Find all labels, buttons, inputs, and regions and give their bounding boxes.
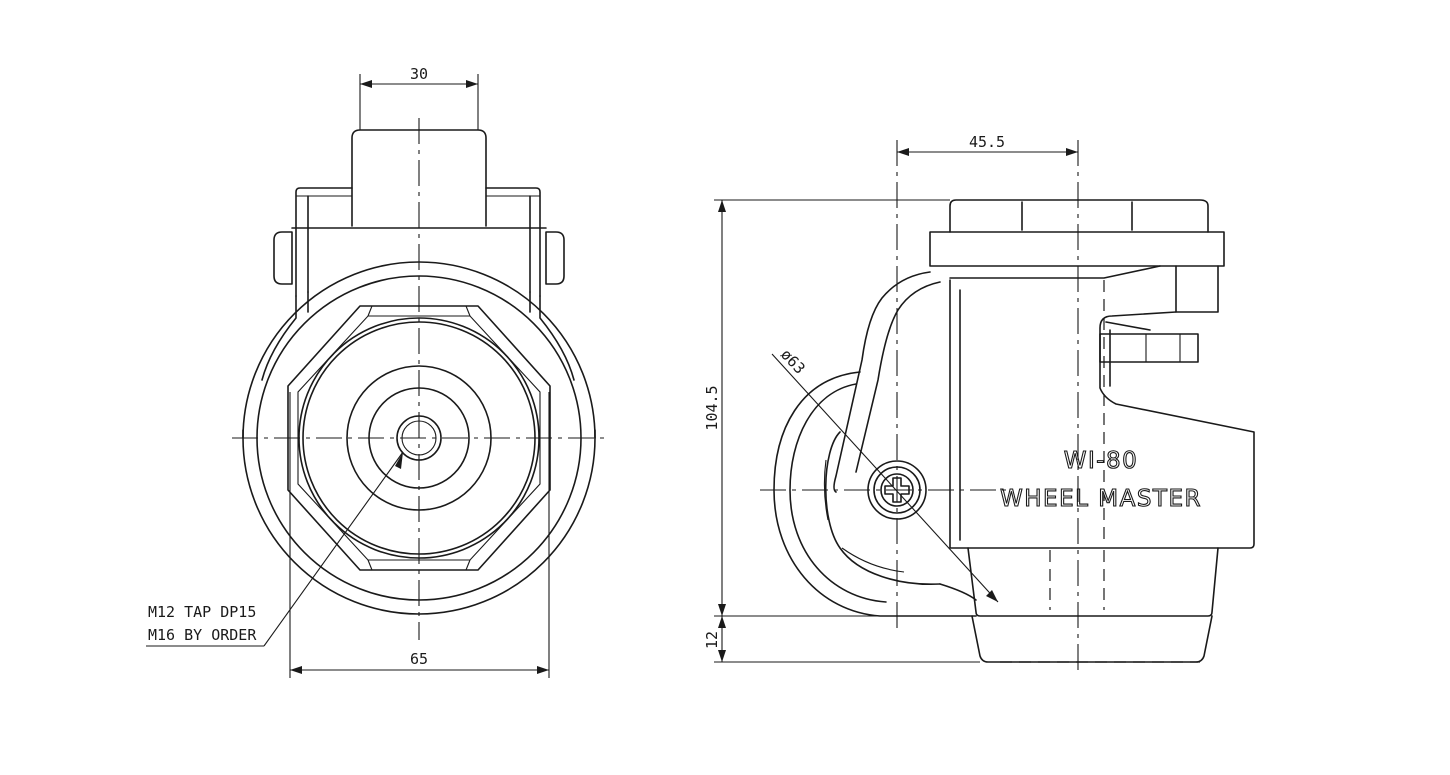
side-view: WI-80 WHEEL MASTER 45.5 104.5 12 ø63 (703, 133, 1255, 676)
tap-callout-line2: M16 BY ORDER (148, 626, 257, 644)
brand-label: WHEEL MASTER (1000, 486, 1202, 512)
leveling-foot (967, 547, 1219, 617)
top-plate (929, 231, 1225, 267)
dim-45-5: 45.5 (969, 133, 1005, 151)
dim-65: 65 (410, 650, 428, 668)
tap-callout-line1: M12 TAP DP15 (148, 603, 256, 621)
hex-nut (287, 305, 551, 571)
bracket-top (295, 187, 541, 297)
body-block (949, 279, 1255, 549)
model-label: WI-80 (1064, 448, 1139, 474)
top-pad (949, 199, 1209, 233)
right-knob (545, 231, 565, 285)
lock-lever (1099, 333, 1199, 363)
caster-arm (833, 271, 931, 493)
dim-104-5: 104.5 (703, 385, 721, 430)
front-view: 30 65 M12 TAP DP15 M16 BY ORDER (146, 65, 606, 678)
dim-12: 12 (703, 631, 721, 649)
foot-pad (971, 615, 1213, 663)
left-knob (273, 231, 293, 285)
dim-diameter-63: ø63 (777, 345, 809, 377)
dim-30: 30 (410, 65, 428, 83)
